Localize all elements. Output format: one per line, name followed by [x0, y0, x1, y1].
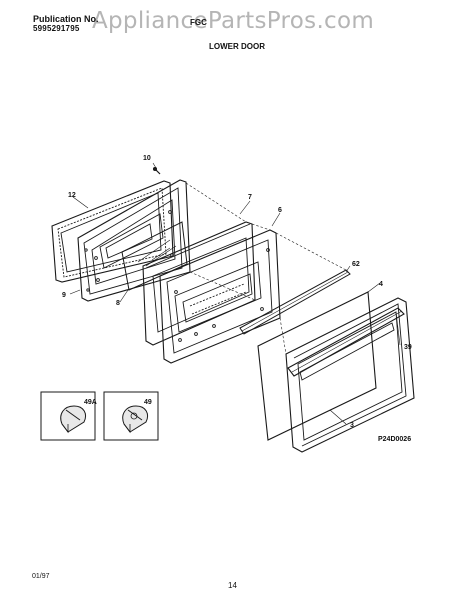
callout-3: 3 [350, 422, 354, 429]
callout-10: 10 [143, 155, 151, 162]
callout-6: 6 [278, 207, 282, 214]
part-62-trim [239, 269, 351, 335]
part-4-outer-glass [257, 291, 377, 441]
callout-8: 8 [116, 300, 120, 307]
part-3-outer-frame [285, 297, 415, 453]
callout-7: 7 [248, 194, 252, 201]
knob-inset-49 [103, 391, 159, 441]
callout-49: 49 [144, 399, 152, 406]
part-6-door-frame [159, 229, 281, 364]
callout-4: 4 [379, 281, 383, 288]
part-10-screw [152, 166, 161, 175]
publication-label: Publication No. [33, 14, 99, 24]
callout-49a: 49A [84, 399, 97, 406]
callout-9: 9 [62, 292, 66, 299]
part-39-handle [287, 307, 405, 377]
callout-12: 12 [68, 192, 76, 199]
part-7-door-panel [142, 221, 256, 346]
page-number: 14 [228, 581, 237, 590]
publication-number: 5995291795 [33, 24, 80, 33]
callout-62: 62 [352, 261, 360, 268]
watermark-text: AppliancePartsPros.com [92, 8, 375, 34]
leader-lines [69, 162, 401, 425]
knob-inset-49a [40, 391, 96, 441]
figure-code: P24D0026 [378, 436, 412, 443]
part-9-door-liner [77, 179, 191, 302]
callout-39: 39 [404, 344, 412, 351]
model-number: FGC [190, 18, 207, 27]
part-8-glass [121, 221, 188, 291]
footer-date: 01/97 [32, 573, 50, 580]
section-title: LOWER DOOR [209, 42, 265, 51]
